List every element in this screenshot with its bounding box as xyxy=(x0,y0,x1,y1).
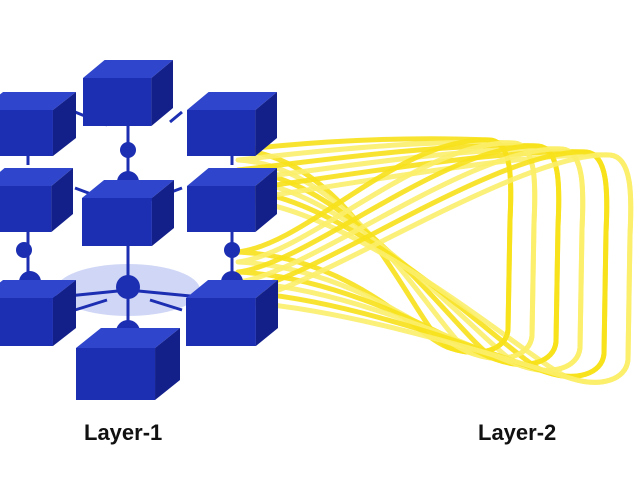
cube-side-face xyxy=(255,280,278,346)
cube-front-face xyxy=(0,298,53,346)
isometric-cube-icon xyxy=(0,280,76,346)
layer2-streams xyxy=(235,136,634,385)
isometric-cube-icon xyxy=(187,92,277,156)
cube-front-face xyxy=(187,110,256,156)
cube-front-face xyxy=(0,186,52,232)
isometric-cube-icon xyxy=(76,328,180,400)
cube-top-face xyxy=(76,328,180,348)
connector-dot-icon xyxy=(16,242,32,258)
cube-front-face xyxy=(76,348,156,400)
cube-top-face xyxy=(0,168,73,186)
cube-side-face xyxy=(51,168,73,232)
cube-front-face xyxy=(82,198,152,246)
stream-line xyxy=(235,149,610,379)
connector-line xyxy=(74,298,108,312)
isometric-cube-icon xyxy=(187,168,277,232)
cube-side-face xyxy=(151,180,174,246)
connector-dot-icon xyxy=(120,142,136,158)
cube-top-face xyxy=(187,168,277,186)
cube-top-face xyxy=(82,180,174,198)
cube-top-face xyxy=(0,92,76,110)
cube-side-face xyxy=(52,280,76,346)
connector-line xyxy=(149,298,183,312)
cube-top-face xyxy=(187,92,277,110)
cube-front-face xyxy=(187,186,256,232)
isometric-cube-icon xyxy=(0,168,73,232)
connector-dot-icon xyxy=(224,242,240,258)
cube-side-face xyxy=(255,168,277,232)
cube-side-face xyxy=(255,92,277,156)
stream-line xyxy=(235,152,634,385)
layer1-blocks xyxy=(0,60,278,400)
cube-front-face xyxy=(186,298,256,346)
cube-top-face xyxy=(83,60,173,78)
cube-side-face xyxy=(155,328,180,400)
stream-line xyxy=(235,146,586,373)
cube-top-face xyxy=(186,280,278,298)
isometric-cube-icon xyxy=(83,60,173,126)
isometric-cube-icon xyxy=(82,180,174,246)
cube-front-face xyxy=(0,110,53,156)
cube-side-face xyxy=(151,60,173,126)
cube-front-face xyxy=(83,78,152,126)
isometric-cube-icon xyxy=(0,92,76,156)
cube-top-face xyxy=(0,280,76,298)
layer2-label: Layer-2 xyxy=(478,420,557,445)
isometric-cube-icon xyxy=(186,280,278,346)
cube-side-face xyxy=(52,92,76,156)
connector-dot-icon xyxy=(116,275,140,299)
layer1-label: Layer-1 xyxy=(84,420,163,445)
connector-line xyxy=(169,110,183,124)
